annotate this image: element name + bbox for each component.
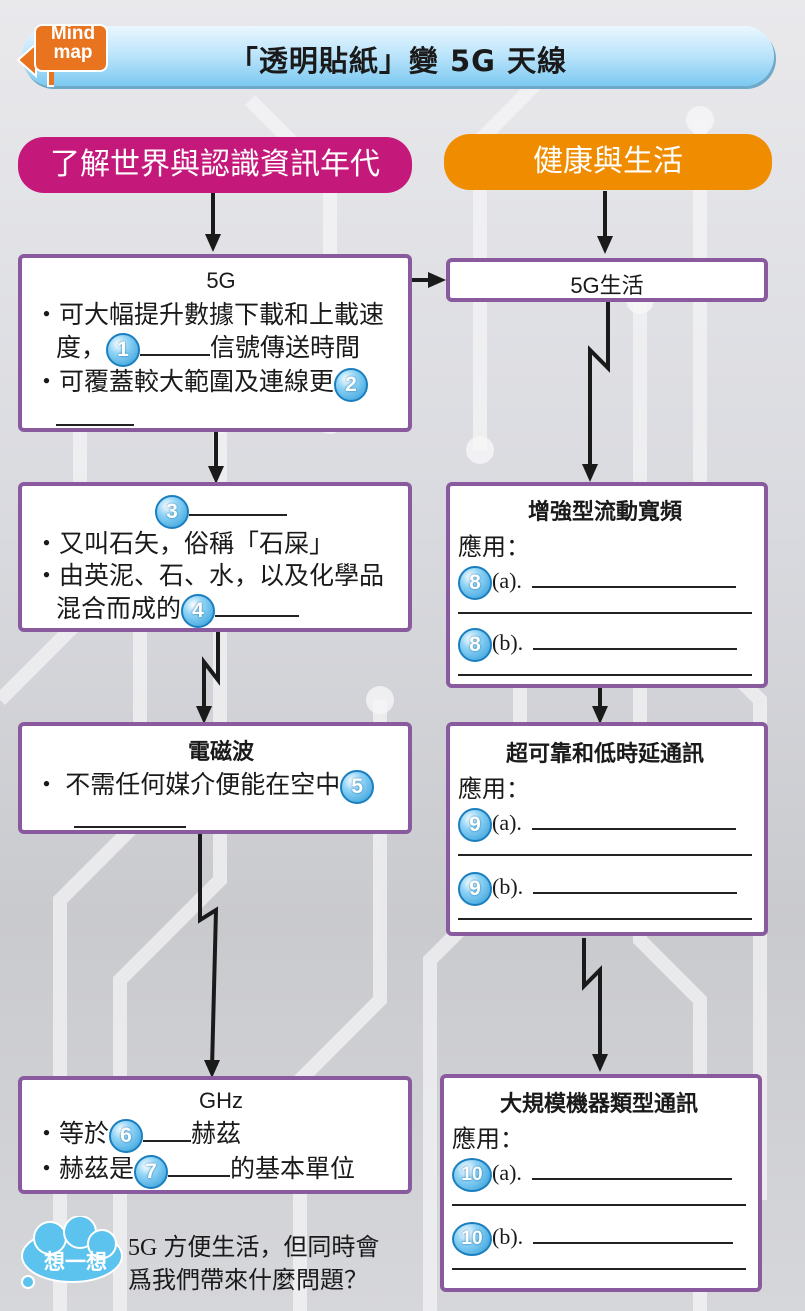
box-mmtc-title: 大規模機器類型通訊 [499, 1091, 698, 1116]
think-question-line1: 5G 方便生活，但同時會 [128, 1235, 380, 1261]
mind-map-logo: Mind map [14, 18, 112, 90]
think-question: 5G 方便生活，但同時會 爲我們帶來什麼問題？ [128, 1232, 428, 1298]
box-em-wave-line1-pre: ・ 不需任何媒介便能在空中 [34, 772, 341, 799]
header-bar: 「透明貼紙」變 5G 天線 [22, 26, 774, 86]
think-bubble-label: 想一想 [44, 1250, 107, 1274]
box-em-wave-title: 電磁波 [187, 739, 254, 764]
answer-blank-8b-cont[interactable] [458, 662, 752, 676]
logo-badge [34, 24, 108, 72]
answer-blank-2[interactable] [56, 402, 134, 426]
answer-blank-1[interactable] [140, 332, 211, 356]
number-badge-5: 5 [340, 770, 375, 805]
box-urllc-app-label: 應用： [458, 777, 530, 803]
box-ghz-line1-post: 赫茲 [191, 1121, 242, 1148]
box-mmtc-a-label: (a). [492, 1160, 522, 1185]
number-badge-3: 3 [155, 494, 189, 529]
answer-blank-10a[interactable] [531, 1156, 732, 1180]
box-ghz-line1-pre: ・等於 [34, 1121, 110, 1148]
box-embb-b: 8(b). [458, 626, 752, 662]
box-5g-life: 5G生活 [446, 258, 768, 302]
number-badge-10b: 10 [452, 1221, 492, 1256]
logo-line1: Mind [50, 23, 96, 44]
number-badge-6: 6 [109, 1119, 144, 1154]
box-5g-line2-post: 信號傳送時間 [210, 335, 361, 362]
answer-blank-8a[interactable] [531, 564, 736, 588]
number-badge-10a: 10 [452, 1157, 492, 1192]
box-5g-line2-pre: 度， [56, 335, 107, 362]
category-left: 了解世界與認識資訊年代 [18, 137, 412, 193]
box-embb: 增強型流動寬頻 應用： 8(a). 8(b). [446, 482, 768, 688]
number-badge-8b: 8 [458, 627, 492, 662]
box-ghz-line2-pre: ・赫茲是 [34, 1156, 135, 1184]
answer-blank-7[interactable] [168, 1153, 231, 1178]
box-mmtc-b-label: (b). [492, 1223, 524, 1249]
box-urllc-a-label: (a). [492, 810, 522, 835]
box-urllc-b-label: (b). [492, 873, 524, 899]
answer-blank-6[interactable] [143, 1118, 192, 1142]
number-badge-9b: 9 [458, 871, 492, 906]
answer-blank-9a[interactable] [531, 806, 736, 830]
box-mmtc-app-label: 應用： [452, 1127, 524, 1153]
answer-blank-9a-cont[interactable] [458, 842, 752, 856]
logo-text: Mind map [40, 24, 106, 62]
box-embb-b-label: (b). [492, 629, 524, 655]
answer-blank-8a-cont[interactable] [458, 600, 752, 614]
box-embb-app-label: 應用： [458, 535, 530, 561]
number-badge-8a: 8 [458, 565, 492, 600]
number-badge-7: 7 [134, 1154, 169, 1189]
number-badge-4: 4 [181, 593, 216, 628]
box-em-wave-line2 [34, 804, 408, 837]
number-badge-2: 2 [334, 367, 369, 402]
number-badge-9a: 9 [458, 807, 492, 842]
box-5g-line3-pre: ・可覆蓋較大範圍及連線更 [34, 369, 335, 397]
box-urllc-a: 9(a). [458, 806, 752, 842]
answer-blank-4[interactable] [215, 593, 300, 617]
box-cement-line2: ・由英泥、石、水，以及化學品 [34, 562, 385, 590]
box-mmtc-b: 10(b). [452, 1220, 746, 1256]
box-mmtc-a: 10(a). [452, 1156, 746, 1192]
box-cement-line3-pre: 混合而成的 [56, 595, 182, 623]
answer-blank-10b-cont[interactable] [452, 1256, 746, 1270]
box-cement-title: 3 [34, 492, 408, 529]
answer-blank-3[interactable] [189, 492, 287, 516]
box-ghz-title: GHz [199, 1088, 243, 1113]
answer-blank-10a-cont[interactable] [452, 1192, 746, 1206]
box-embb-title: 增強型流動寬頻 [527, 499, 682, 524]
box-urllc-title: 超可靠和低時延通訊 [505, 741, 704, 766]
box-urllc-b: 9(b). [458, 870, 752, 906]
answer-blank-5[interactable] [74, 804, 186, 829]
answer-blank-9b-cont[interactable] [458, 906, 752, 920]
box-embb-a-label: (a). [492, 568, 522, 593]
box-5g-life-title: 5G生活 [570, 273, 644, 298]
answer-blank-10b[interactable] [533, 1220, 734, 1244]
think-cloud-icon [21, 1216, 123, 1289]
box-embb-a: 8(a). [458, 564, 752, 600]
box-5g-title: 5G [206, 268, 236, 293]
box-5g-line4 [34, 402, 408, 435]
box-5g-line1: ・可大幅提升數據下載和上載速 [34, 302, 385, 329]
answer-blank-8b[interactable] [533, 626, 738, 650]
box-5g-line2: 度，1 信號傳送時間 [34, 332, 408, 368]
box-ghz-line2-post: 的基本單位 [230, 1156, 356, 1184]
logo-line2: map [53, 42, 93, 63]
page-title: 「透明貼紙」變 5G 天線 [228, 44, 568, 78]
category-right: 健康與生活 [444, 134, 772, 190]
answer-blank-9b[interactable] [533, 870, 738, 894]
box-cement-line1: ・又叫石矢，俗稱「石屎」 [34, 530, 335, 558]
box-5g: 5G ・可大幅提升數據下載和上載速 度，1 信號傳送時間 ・可覆蓋較大範圍及連線更… [18, 254, 412, 432]
box-urllc: 超可靠和低時延通訊 應用： 9(a). 9(b). [446, 722, 768, 936]
number-badge-1: 1 [106, 333, 141, 368]
box-mmtc: 大規模機器類型通訊 應用： 10(a). 10(b). [440, 1074, 762, 1292]
think-question-line2: 爲我們帶來什麼問題？ [128, 1268, 368, 1294]
